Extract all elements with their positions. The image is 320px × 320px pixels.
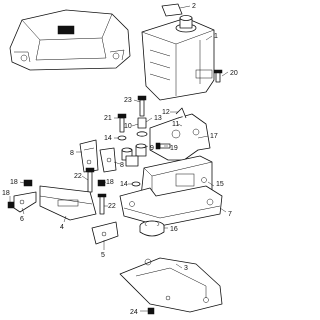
bolt-18b [7,201,15,209]
label-sticker [161,3,183,17]
reservoir-tank [141,15,215,101]
bolt-21 [117,113,127,133]
parts-diagram: 2 1 20 23 21 14 10 13 11 12 17 19 9 8 8 … [2,3,238,316]
callout-20: 20 [230,70,238,77]
bolt-22a [85,167,95,193]
callout-13: 13 [154,115,162,122]
callout-18-right: 18 [106,179,114,186]
bolt-23 [137,95,147,117]
callout-5: 5 [101,252,105,259]
callout-18-left: 18 [2,190,10,197]
bolt-18c [97,179,106,187]
callout-19: 19 [170,145,178,152]
leader-lines [9,5,229,312]
callout-1: 1 [214,33,218,40]
callout-22-lower: 22 [108,203,116,210]
callout-15: 15 [216,181,224,188]
callout-22-upper: 22 [74,173,82,180]
callout-11: 11 [172,121,179,128]
callout-16: 16 [170,226,178,233]
callout-7: 7 [228,211,232,218]
washer-14b [131,181,141,187]
callout-6: 6 [20,216,24,223]
diagram-canvas: 2 1 20 23 21 14 10 13 11 12 17 19 9 8 8 … [2,3,238,316]
callout-numbers: 2 1 20 23 21 14 10 13 11 12 17 19 9 8 8 … [2,3,238,316]
callout-17: 17 [210,133,218,140]
long-bracket-4 [39,185,97,221]
vehicle-location-inset [9,9,131,71]
main-bracket [119,155,223,227]
callout-21: 21 [104,115,112,122]
bracket-6 [13,191,37,213]
bolt-18a [23,179,33,187]
callout-8-left: 8 [70,150,74,157]
bolt-20 [213,69,223,83]
callout-2: 2 [192,3,196,10]
washer-14a [117,135,127,141]
callout-12: 12 [162,109,170,116]
callout-8-right: 8 [120,162,124,169]
bolt-24 [147,307,155,315]
rubber-mount-16 [139,220,165,237]
bracket-8b [99,147,117,173]
callout-3: 3 [184,265,188,272]
mount-bushing-stack [121,117,148,167]
callout-14-upper: 14 [104,135,112,142]
callout-9: 9 [150,145,154,152]
bolt-22b [97,193,107,215]
callout-23: 23 [124,97,132,104]
bracket-5 [91,221,119,245]
upper-mount-bracket [149,107,211,161]
callout-18-upper: 18 [10,179,18,186]
callout-14-lower: 14 [120,181,128,188]
callout-10: 10 [124,123,132,130]
callout-24: 24 [130,309,138,316]
bracket-8a [79,139,99,173]
undercover-3 [119,257,223,313]
callout-4: 4 [60,224,64,231]
